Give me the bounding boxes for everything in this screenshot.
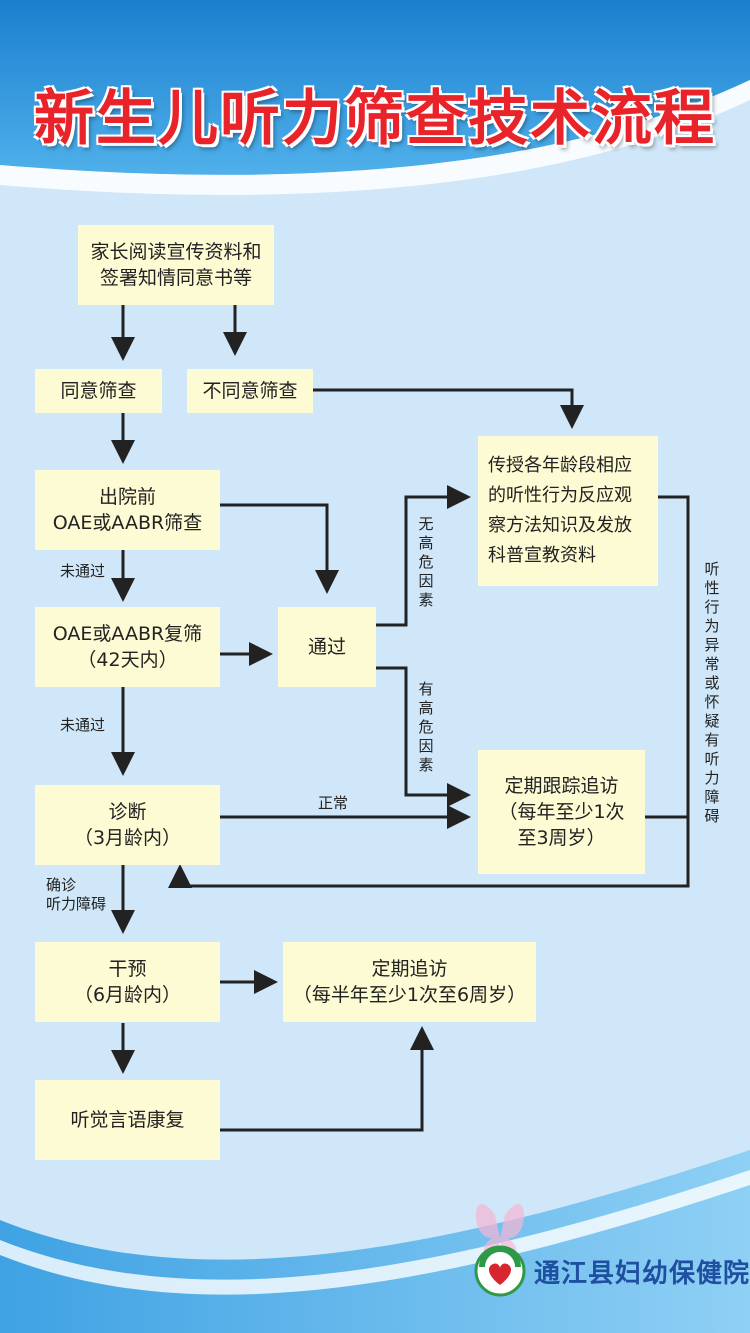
diagnosis-box: 诊断 （3月龄内）	[35, 785, 220, 865]
pre-discharge-screening-box: 出院前 OAE或AABR筛查	[35, 470, 220, 550]
teach-line2: 的听性行为反应观	[488, 485, 632, 506]
rescreen-line2: （42天内）	[77, 649, 178, 671]
rescreen-box: OAE或AABR复筛 （42天内）	[35, 607, 220, 687]
pass-box: 通过	[278, 607, 376, 687]
intervention-line2: （6月龄内）	[73, 984, 182, 1006]
page-title: 新生儿听力筛查技术流程	[34, 84, 716, 154]
regular-followup-line1: 定期跟踪追访	[504, 775, 619, 797]
pass-label: 通过	[307, 636, 346, 658]
rehabilitation-label: 听觉言语康复	[70, 1109, 185, 1131]
teach-line4: 科普宣教资料	[488, 545, 596, 566]
disagree-screening-box: 不同意筛查	[187, 369, 313, 413]
teach-observation-box: 传授各年龄段相应 的听性行为反应观 察方法知识及发放 科普宣教资料	[478, 436, 658, 586]
fail-label-1: 未通过	[60, 562, 106, 580]
hospital-logo-icon	[474, 1245, 526, 1297]
diagnosis-line2: （3月龄内）	[73, 827, 182, 849]
pre-discharge-line1: 出院前	[98, 486, 156, 508]
intervention-line1: 干预	[108, 958, 147, 980]
followup-line1: 定期追访	[371, 958, 448, 980]
confirmed-label: 确诊 听力障碍	[46, 876, 106, 914]
regular-followup-box: 定期跟踪追访 （每年至少1次 至3周岁）	[478, 750, 645, 874]
regular-followup-line2: （每年至少1次	[498, 801, 625, 823]
footer-org: 通江县妇幼保健院	[474, 1245, 750, 1297]
has-risk-label: 有高危因素	[418, 680, 434, 774]
regular-followup-line3: 至3周岁）	[517, 827, 606, 849]
fail-label-2: 未通过	[60, 716, 106, 734]
agree-screening-label: 同意筛查	[60, 380, 137, 402]
confirmed-line2: 听力障碍	[46, 895, 107, 913]
teach-line3: 察方法知识及发放	[488, 515, 632, 536]
parent-read-box: 家长阅读宣传资料和 签署知情同意书等	[78, 225, 274, 305]
teach-line1: 传授各年龄段相应	[488, 455, 632, 476]
abnormal-behavior-label: 听性行为异常或怀疑有听力障碍	[704, 560, 720, 825]
butterfly-icon	[475, 1204, 525, 1254]
parent-read-line1: 家长阅读宣传资料和	[90, 241, 262, 263]
diagnosis-line1: 诊断	[108, 801, 147, 823]
rehabilitation-box: 听觉言语康复	[35, 1080, 220, 1160]
agree-screening-box: 同意筛查	[35, 369, 162, 413]
confirmed-line1: 确诊	[46, 876, 77, 894]
disagree-screening-label: 不同意筛查	[202, 380, 298, 402]
no-risk-label: 无高危因素	[418, 515, 434, 609]
normal-label: 正常	[318, 794, 349, 812]
pre-discharge-line2: OAE或AABR筛查	[52, 512, 203, 534]
intervention-box: 干预 （6月龄内）	[35, 942, 220, 1022]
followup-line2: （每半年至少1次至6周岁）	[292, 984, 527, 1006]
followup-box: 定期追访 （每半年至少1次至6周岁）	[283, 942, 536, 1022]
parent-read-line2: 签署知情同意书等	[99, 267, 252, 289]
rescreen-line1: OAE或AABR复筛	[52, 623, 203, 645]
org-name: 通江县妇幼保健院	[534, 1258, 750, 1289]
